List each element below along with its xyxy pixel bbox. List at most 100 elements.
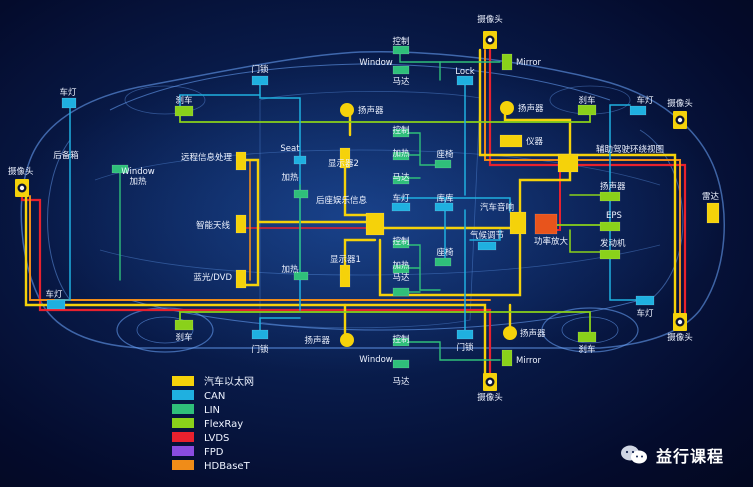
label-speaker_bot_b: 扬声器: [520, 328, 546, 339]
lin-motor-mid-top: [392, 175, 410, 185]
label-car_light_bl: 车灯: [45, 289, 63, 300]
label-heat_left_bot: 加热: [281, 264, 299, 275]
can-lock-top: [456, 75, 474, 86]
label-control_top: 控制: [392, 36, 409, 47]
lin-wire-0: [399, 49, 441, 81]
label-engine: 发动机: [600, 238, 626, 249]
ethernet-radar: [706, 202, 720, 224]
label-brake_tl: 刹车: [175, 95, 192, 106]
label-door_lock_bot2: 门锁: [456, 342, 474, 353]
label-car_light_br: 车灯: [636, 308, 654, 319]
lin-wire-2: [399, 132, 446, 166]
lin-control-mid-top: [392, 128, 410, 138]
ethernet-wire-9: [378, 233, 522, 297]
lvds-left-camera: [20, 188, 472, 312]
ethernet-car-audio: [509, 211, 527, 235]
can-door-lock-bot: [251, 329, 269, 340]
can-car-light-bl: [46, 299, 66, 310]
ethernet-display2: [339, 147, 351, 169]
label-camera_right_bot: 摄像头: [667, 332, 693, 343]
lin-motor-bot: [392, 359, 410, 369]
flexray-brake-tl: [174, 105, 194, 117]
label-camera_right_top: 摄像头: [667, 98, 693, 109]
ethernet-remote-info: [235, 151, 247, 171]
lin-control-mid-bot: [392, 239, 410, 249]
legend-label-fpd: FPD: [204, 447, 224, 458]
speaker-top-a: [340, 103, 354, 117]
camera-right-top-lens-core: [677, 117, 683, 123]
label-motor_mid_top: 马达: [392, 172, 410, 183]
flexray-mirror-bot: [501, 349, 513, 367]
speaker-bot-a: [340, 333, 354, 347]
label-speaker_top_a: 扬声器: [358, 105, 384, 116]
flexray-mirror-top: [501, 53, 513, 71]
ethernet-adas-hub: [557, 153, 579, 173]
ethernet-wire-5: [343, 158, 377, 217]
label-camera_left: 摄像头: [8, 166, 34, 177]
legend-swatch-fpd: [172, 446, 194, 456]
wechat-icon: [620, 444, 648, 466]
can-door-lock-bot2: [456, 329, 474, 340]
label-car_light_tr: 车灯: [636, 95, 654, 106]
flexray-eps: [599, 221, 621, 232]
label-radar: 雷达: [702, 191, 720, 202]
label-seat_mid_bot: 座椅: [436, 247, 454, 258]
hdbaset-left: [29, 195, 491, 301]
lin-seat-mid-top: [434, 159, 452, 169]
flexray-brake-tr: [577, 104, 597, 116]
lvds-bottom: [468, 308, 492, 377]
camera-bot-lens-core: [487, 379, 493, 385]
lin-control-top: [392, 45, 410, 55]
ethernet-display1: [339, 264, 351, 288]
speaker-top-b: [500, 101, 514, 115]
can-door-lock-top: [251, 75, 269, 86]
can-wire-7: [179, 94, 261, 111]
label-camera_top: 摄像头: [477, 14, 503, 25]
ethernet-smart-antenna: [235, 214, 247, 234]
lin-motor-top: [392, 65, 410, 75]
legend-swatch-ethernet: [172, 376, 194, 386]
lin-heat-mid-bot: [392, 264, 410, 274]
camera-top-lens-core: [487, 37, 493, 43]
label-camera_bot: 摄像头: [477, 392, 503, 403]
legend-swatch-lin: [172, 404, 194, 414]
legend-swatch-can: [172, 390, 194, 400]
legend-label-lin: LIN: [204, 405, 220, 416]
can-climate: [477, 241, 497, 251]
camera-left-lens-core: [19, 185, 25, 191]
lvds-top-camera: [488, 48, 562, 167]
lin-control-bot: [392, 337, 410, 347]
speaker-bot-b: [503, 326, 517, 340]
label-control_mid_bot: 控制: [392, 236, 409, 247]
label-seat_mid_top: 座椅: [436, 149, 454, 160]
can-wire-1: [259, 77, 301, 151]
legend-label-flexray: FlexRay: [204, 419, 243, 430]
watermark: 益行课程: [620, 440, 745, 470]
flexray-engine: [599, 249, 621, 260]
legend-swatch-hdbaset: [172, 460, 194, 470]
lin-heat-mid-top: [392, 151, 410, 161]
can-wire-8: [259, 317, 301, 331]
label-motor_mid_bot: 马达: [392, 272, 410, 283]
legend-label-hdbaset: HDBaseT: [204, 461, 251, 472]
lvds-right: [568, 163, 687, 317]
label-window_top: Window: [359, 58, 393, 68]
label-rear_ent: 后座娱乐信息: [316, 195, 368, 206]
label-mirror_bot: Mirror: [516, 356, 542, 366]
label-bluray: 蓝光/DVD: [193, 272, 232, 283]
ethernet-instrument: [499, 134, 523, 148]
lin-window-heat: [111, 164, 129, 174]
can-car-light-br: [635, 295, 655, 306]
ethernet-bluray: [235, 269, 247, 289]
camera-right-bot-lens-core: [677, 319, 683, 325]
can-car-light-mid: [391, 202, 411, 212]
lin-seat-mid-bot: [434, 257, 452, 267]
label-display1: 显示器1: [330, 255, 361, 265]
label-window_bot: Window: [359, 355, 393, 365]
label-control_mid_top: 控制: [392, 125, 409, 136]
flexray-brake-bl: [174, 319, 194, 331]
